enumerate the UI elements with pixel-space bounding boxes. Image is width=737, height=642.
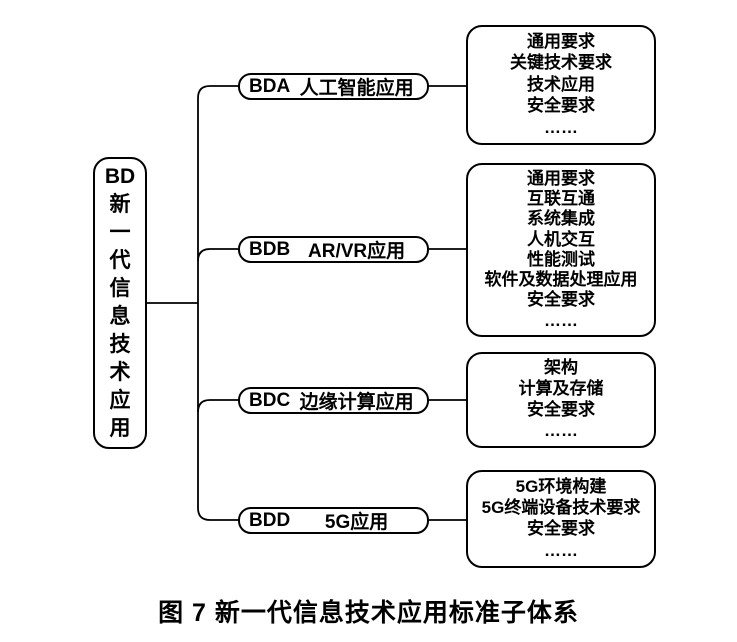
root-label-line: 一 [109,221,131,244]
requirement-item: 人机交互 [527,229,595,249]
branch-node-bda: BDA 人工智能应用 [238,73,429,100]
branch-c-elbow-connector [197,399,238,413]
requirement-item: 系统集成 [527,209,595,229]
branch-name: 人工智能应用 [299,78,414,99]
branch-name: 5G应用 [324,512,389,533]
root-label-line: 新 [109,193,131,216]
branch-code: BDD [249,509,291,531]
trunk-connector [197,85,238,521]
figure-caption: 图 7 新一代信息技术应用标准子体系 [158,599,579,627]
branch-code: BDA [249,75,291,97]
requirement-item: 通用要求 [527,168,595,188]
requirements-box-bda: 通用要求关键技术要求技术应用安全要求…… [466,25,656,145]
branch-node-bdb: BDB AR/VR应用 [238,236,429,263]
branch-name: AR/VR应用 [308,241,406,262]
root-label-line: 用 [109,417,131,440]
requirement-item: 技术应用 [527,74,595,94]
branch-node-bdd: BDD 5G应用 [238,507,429,534]
requirements-box-bdb: 通用要求互联互通系统集成人机交互性能测试软件及数据处理应用安全要求…… [466,163,656,337]
requirement-item: 通用要求 [527,31,595,51]
requirement-item: 计算及存储 [518,379,604,399]
requirement-item: 安全要求 [527,96,595,116]
root-label-line: 代 [109,249,131,272]
branch-name: 边缘计算应用 [299,392,414,413]
requirement-item: 安全要求 [527,400,595,420]
branch-node-bdc: BDC 边缘计算应用 [238,387,429,414]
requirement-item: …… [544,117,578,137]
root-label-line: 息 [109,305,131,328]
requirement-item: 架构 [544,358,578,378]
root-label-line: 应 [109,389,131,412]
requirement-item: 互联互通 [527,188,595,208]
requirement-item: …… [544,421,578,441]
requirement-item: 软件及数据处理应用 [484,270,638,290]
requirement-item: 安全要求 [527,519,595,539]
root-box: BD 新一代信息技术应用 [93,157,147,449]
requirement-item: …… [544,310,578,330]
requirement-item: 性能测试 [527,249,595,269]
root-label-line: BD [104,165,136,188]
requirement-item: 关键技术要求 [510,53,612,73]
requirements-box-bdc: 架构计算及存储安全要求…… [466,352,656,448]
requirement-item: 安全要求 [527,290,595,310]
requirement-item: 5G环境构建 [515,476,607,496]
root-label-line: 信 [109,277,131,300]
requirement-item: 5G终端设备技术要求 [481,497,641,517]
root-label-line: 技 [109,333,131,356]
root-label-line: 术 [109,361,131,384]
branch-code: BDB [249,238,291,260]
requirement-item: …… [544,540,578,560]
branch-b-elbow-connector [197,248,238,262]
branch-code: BDC [249,389,291,411]
